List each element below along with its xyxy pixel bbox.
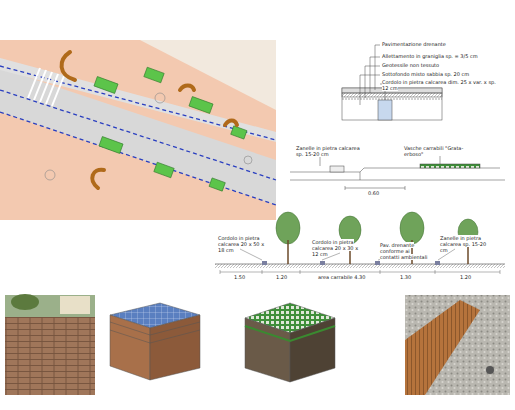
- annotation-label: Pav. drenante conforme ai contatti ambie…: [380, 243, 428, 260]
- label-text: Geotessile non tessuto: [382, 62, 439, 68]
- annotation-label: Allettamento in graniglia sp. = 3/5 cm: [382, 54, 478, 60]
- annotation-label: 0.60: [368, 191, 379, 197]
- annotation-label: 1.20: [460, 275, 471, 281]
- label-text: Pav. drenante conforme ai contatti ambie…: [380, 242, 427, 260]
- label-text: Sottofondo misto sabbia sp. 20 cm: [382, 71, 469, 77]
- label-text: Zanelle in pietra calcarea sp. 15-20 cm: [296, 145, 360, 157]
- annotation-label: Cordolo in pietra calcarea 20 x 30 x 12 …: [312, 240, 360, 257]
- label-text: Pavimentazione drenante: [382, 41, 446, 47]
- annotation-label: Cordolo in pietra calcarea dim. 25 x var…: [382, 80, 497, 92]
- annotation-label: 1.30: [400, 275, 411, 281]
- label-text: Zanelle in pietra calcarea sp. 15-20 cm: [440, 235, 486, 253]
- annotation-label: Cordolo in pietra calcarea 20 x 50 x 18 …: [218, 236, 268, 253]
- annotation-label: Zanelle in pietra calcarea sp. 15-20 cm: [296, 146, 366, 158]
- label-text: area carrabile 4.30: [318, 274, 365, 280]
- label-text: Allettamento in graniglia sp. = 3/5 cm: [382, 53, 478, 59]
- label-text: Vasche carrabili "Grata-erboso": [404, 145, 463, 157]
- annotation-label: Vasche carrabili "Grata-erboso": [404, 146, 474, 158]
- annotation-label: Geotessile non tessuto: [382, 63, 439, 69]
- label-text: 1.50: [234, 274, 245, 280]
- annotation-label: Pavimentazione drenante: [382, 42, 446, 48]
- label-text: Cordolo in pietra calcarea dim. 25 x var…: [382, 79, 496, 91]
- annotation-label: Zanelle in pietra calcarea sp. 15-20 cm: [440, 236, 495, 253]
- label-text: 1.30: [400, 274, 411, 280]
- annotation-label: Sottofondo misto sabbia sp. 20 cm: [382, 72, 469, 78]
- annotation-label: area carrabile 4.30: [318, 275, 365, 281]
- label-text: 0.60: [368, 190, 379, 196]
- label-text: Cordolo in pietra calcarea 20 x 30 x 12 …: [312, 239, 358, 257]
- annotation-label: 1.50: [234, 275, 245, 281]
- label-text: 1.20: [276, 274, 287, 280]
- annotation-label: 1.20: [276, 275, 287, 281]
- label-text: 1.20: [460, 274, 471, 280]
- label-text: Cordolo in pietra calcarea 20 x 50 x 18 …: [218, 235, 264, 253]
